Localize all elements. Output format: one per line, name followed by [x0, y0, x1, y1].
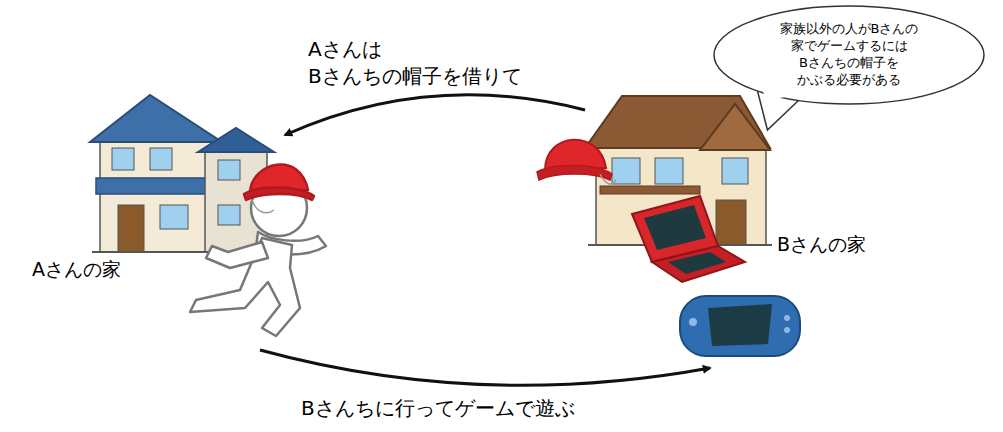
bubble-text: 家族以外の人がBさんの 家でゲームするには Bさんちの帽子を かぶる必要がある: [764, 21, 934, 89]
red-handheld: [632, 196, 745, 282]
red-hat: [537, 140, 616, 184]
speech-bubble: 家族以外の人がBさんの 家でゲームするには Bさんちの帽子を かぶる必要がある: [713, 5, 985, 105]
bubble-ellipse: [714, 6, 984, 104]
house-b-node: Bさんの家: [560, 110, 850, 368]
blue-handheld: [680, 296, 800, 356]
curved-arrow: [260, 350, 710, 385]
house-label: Aさんの家: [30, 257, 123, 283]
house-label: Bさんの家: [775, 232, 868, 258]
house-a: [90, 95, 274, 252]
edge-label: Bさんちに行ってゲームで遊ぶ: [298, 395, 644, 422]
house-a-node: Aさんの家: [25, 110, 285, 350]
curved-arrow: [285, 95, 585, 135]
running-figure: [190, 164, 326, 336]
edge-label: Aさんは Bさんちの帽子を借りて: [305, 36, 561, 90]
bubble-join: [759, 85, 797, 100]
